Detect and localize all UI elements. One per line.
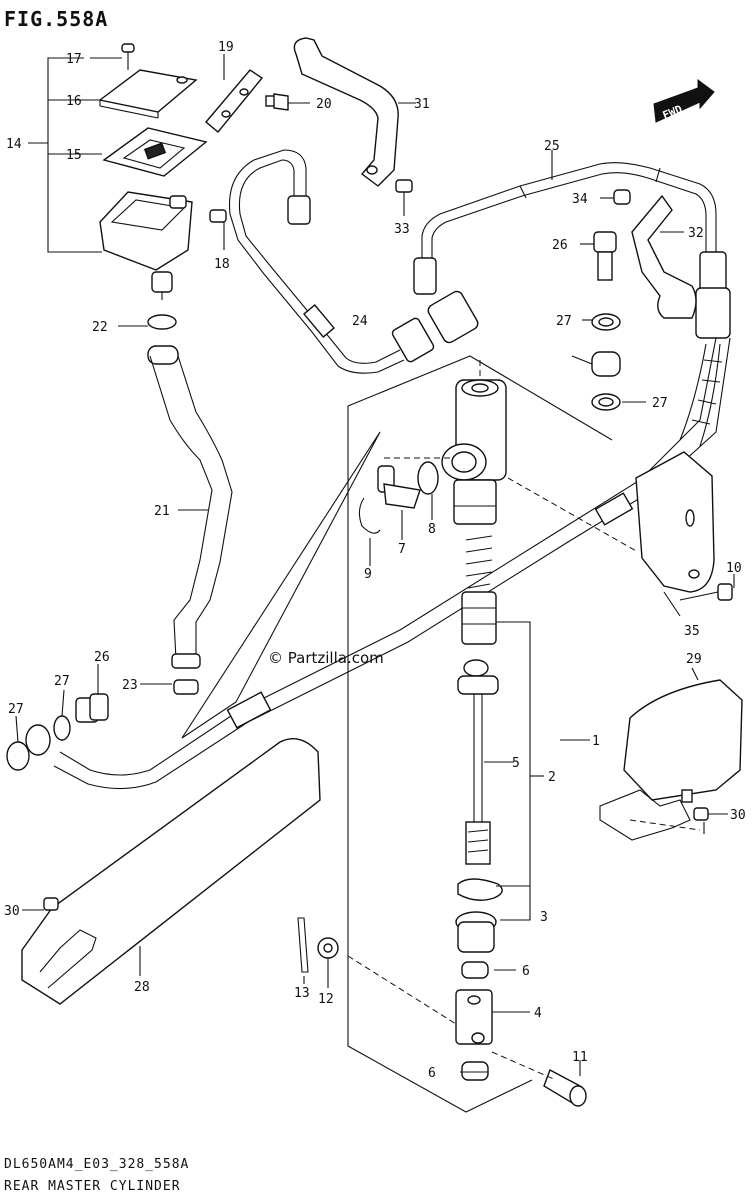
nut-6-upper — [461, 961, 489, 979]
bracket-35 — [635, 451, 715, 593]
piston-assembly — [457, 535, 499, 865]
callout-26-upper: 26 — [552, 238, 568, 253]
reservoir-group — [28, 43, 310, 300]
callout-25: 25 — [544, 139, 560, 154]
callout-30-right: 30 — [730, 808, 746, 823]
callout-5: 5 — [512, 756, 520, 771]
callout-6-lower: 6 — [428, 1066, 436, 1081]
diagram-caption: REAR MASTER CYLINDER — [4, 1179, 181, 1194]
callout-27-lower: 27 — [54, 674, 70, 689]
connector-7 — [377, 465, 421, 540]
watermark-text: © Partzilla.com — [268, 649, 384, 667]
callout-30-left: 30 — [4, 904, 20, 919]
clevis-4 — [455, 989, 493, 1045]
callout-28: 28 — [134, 980, 150, 995]
callout-9: 9 — [364, 567, 372, 582]
callout-20: 20 — [316, 97, 332, 112]
callout-27-mid: 27 — [652, 396, 668, 411]
pin-11 — [543, 1069, 587, 1107]
callout-34: 34 — [572, 192, 588, 207]
guard-28 — [21, 738, 321, 1005]
callout-32: 32 — [688, 226, 704, 241]
hose-25 — [413, 150, 731, 339]
callout-23: 23 — [122, 678, 138, 693]
bracket-32 — [631, 194, 697, 319]
bolt-10 — [717, 583, 733, 601]
callout-15: 15 — [66, 148, 82, 163]
lower-hose — [6, 337, 731, 790]
callout-27-left: 27 — [8, 702, 24, 717]
nut-6-lower — [461, 1061, 489, 1081]
callout-29: 29 — [686, 652, 702, 667]
callout-14: 14 — [6, 137, 22, 152]
callout-26-lower: 26 — [94, 650, 110, 665]
callout-19: 19 — [218, 40, 234, 55]
callout-8: 8 — [428, 522, 436, 537]
cotter-pin-13 — [297, 917, 309, 973]
callout-18: 18 — [214, 257, 230, 272]
callout-7: 7 — [398, 542, 406, 557]
callout-33: 33 — [394, 222, 410, 237]
callout-21: 21 — [154, 504, 170, 519]
callout-6-upper: 6 — [522, 964, 530, 979]
callout-13: 13 — [294, 986, 310, 1001]
callout-2: 2 — [548, 770, 556, 785]
master-cylinder-body — [441, 379, 507, 525]
diagram-code: DL650AM4_E03_328_558A — [4, 1157, 189, 1172]
union-bolt-upper — [571, 231, 646, 411]
callout-1: 1 — [592, 734, 600, 749]
callout-16: 16 — [66, 94, 82, 109]
fwd-arrow-icon: FWD — [653, 79, 715, 123]
boot — [455, 911, 497, 953]
hose-21 — [118, 314, 233, 695]
callout-17: 17 — [66, 52, 82, 67]
callout-12: 12 — [318, 992, 334, 1007]
callout-10: 10 — [726, 561, 742, 576]
cover-29 — [623, 679, 743, 801]
bolt-34 — [613, 189, 631, 205]
hose-24 — [228, 149, 479, 374]
callout-labels: 17 19 16 20 31 14 15 25 18 33 34 32 22 2… — [4, 40, 746, 1081]
callout-11: 11 — [572, 1050, 588, 1065]
callout-22: 22 — [92, 320, 108, 335]
bracket-31 — [293, 37, 416, 216]
callout-35: 35 — [684, 624, 700, 639]
o-ring-8 — [417, 461, 439, 495]
callout-31: 31 — [414, 97, 430, 112]
callout-24: 24 — [352, 314, 368, 329]
circlip-3 — [457, 878, 503, 901]
callout-3: 3 — [540, 910, 548, 925]
figure-title: FIG.558A — [4, 7, 108, 31]
callout-27-upper: 27 — [556, 314, 572, 329]
callout-4: 4 — [534, 1006, 542, 1021]
circlip-9 — [358, 497, 381, 534]
